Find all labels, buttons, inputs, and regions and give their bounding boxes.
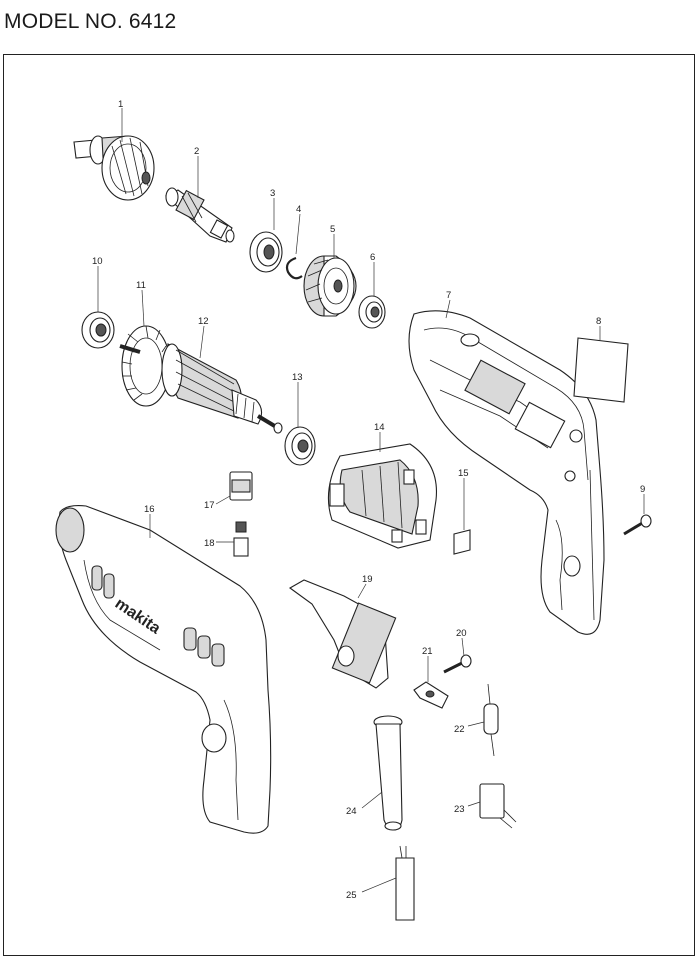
model-title: MODEL NO. 6412	[4, 10, 177, 33]
part-10-ball-bearing[interactable]	[81, 311, 115, 349]
part-19-number: 19	[362, 574, 373, 585]
part-25-number: 25	[346, 890, 357, 901]
part-13-number: 13	[292, 372, 303, 383]
part-14-field[interactable]	[327, 443, 438, 549]
part-16-number: 16	[144, 504, 155, 515]
part-4-retaining-ring[interactable]	[285, 256, 303, 280]
part-17-number: 17	[204, 500, 215, 511]
part-24-number: 24	[346, 806, 357, 817]
part-15-number: 15	[458, 468, 469, 479]
part-5-helical-gear[interactable]	[303, 255, 357, 317]
part-22-number: 22	[454, 724, 465, 735]
part-17-brush-holder[interactable]	[229, 471, 253, 501]
part-21-number: 21	[422, 646, 433, 657]
part-23-capacitor[interactable]	[479, 783, 517, 829]
part-19-switch[interactable]	[288, 579, 397, 689]
part-22-noise-suppressor[interactable]	[483, 683, 499, 757]
part-1-number: 1	[118, 99, 123, 110]
part-6-number: 6	[370, 252, 375, 263]
part-3-number: 3	[270, 188, 275, 199]
part-1-drill-chuck[interactable]	[73, 135, 155, 201]
part-12-number: 12	[198, 316, 209, 327]
part-7-housing-half[interactable]	[408, 310, 605, 635]
part-11-number: 11	[136, 280, 146, 291]
part-4-number: 4	[296, 204, 301, 215]
part-10-number: 10	[92, 256, 103, 267]
part-9-tapping-screw[interactable]	[623, 514, 652, 536]
part-20-number: 20	[456, 628, 467, 639]
diagram-frame	[3, 54, 695, 956]
part-18-carbon-brush[interactable]	[233, 521, 249, 557]
part-25-power-supply-cord[interactable]	[395, 845, 415, 921]
part-16-housing-half[interactable]: makita	[55, 505, 272, 834]
part-13-ball-bearing[interactable]	[284, 426, 316, 466]
part-8-name-plate[interactable]	[573, 337, 629, 403]
part-8-number: 8	[596, 316, 601, 327]
part-6-ball-bearing[interactable]	[358, 295, 386, 329]
part-21-strain-relief[interactable]	[413, 681, 449, 709]
part-3-ball-bearing[interactable]	[249, 231, 283, 273]
part-24-cord-guard[interactable]	[373, 715, 403, 831]
part-12-armature[interactable]	[119, 343, 283, 434]
part-2-spindle[interactable]	[165, 187, 235, 243]
part-2-number: 2	[194, 146, 199, 157]
part-18-number: 18	[204, 538, 215, 549]
part-23-number: 23	[454, 804, 465, 815]
part-9-number: 9	[640, 484, 645, 495]
part-20-tapping-screw[interactable]	[443, 654, 472, 674]
part-5-number: 5	[330, 224, 335, 235]
part-14-number: 14	[374, 422, 385, 433]
part-15-insulation-plate[interactable]	[453, 529, 471, 555]
part-7-number: 7	[446, 290, 451, 301]
